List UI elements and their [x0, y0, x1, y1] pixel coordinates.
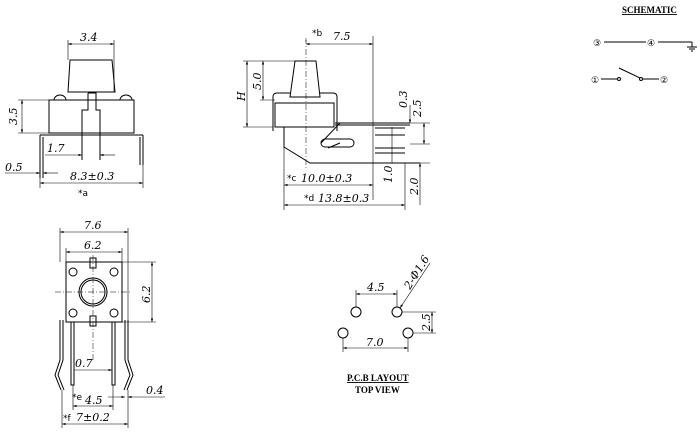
dim-lead-pitch: 2.5: [411, 100, 424, 119]
dim-cap-height: 5.0: [251, 73, 264, 91]
dim-d: 13.8±0.3: [318, 192, 369, 205]
ref-c: *c: [287, 174, 297, 184]
dim-spacing-bottom: 7.0: [366, 336, 384, 349]
dim-c: 10.0±0.3: [301, 172, 352, 185]
pin-2: ②: [660, 76, 668, 86]
note-a: *a: [78, 189, 88, 199]
dim-e: 4.5: [84, 394, 103, 407]
dim-outer-width: 7.6: [84, 219, 102, 232]
dim-height-h: H: [235, 91, 248, 102]
hole-spec: 2-Φ1.6: [401, 253, 432, 292]
ref-e: *e: [72, 393, 83, 403]
pin-4: ④: [647, 39, 655, 49]
dim-f: 7±0.2: [76, 411, 110, 424]
ref-b: *b: [312, 29, 323, 39]
dim-row-spacing: 2.5: [420, 314, 433, 333]
ref-d: *d: [304, 194, 314, 204]
dim-lead-spacing: 0.7: [75, 357, 93, 370]
dim-body-width: 6.2: [84, 239, 102, 252]
dim-slot: 1.0: [382, 166, 395, 184]
dim-cap-width: 3.4: [80, 31, 98, 44]
dim-spacing-top: 4.5: [366, 281, 385, 294]
front-view: 3.4 3.5 1.7 0.5 8.3±0.3 *a: [5, 31, 144, 199]
dim-lead-width: 0.5: [5, 161, 23, 174]
pcb-layout-subtitle: TOP VIEW: [355, 385, 400, 395]
ref-f: *f: [63, 414, 72, 424]
pin-1: ①: [591, 76, 599, 86]
pin-3: ③: [593, 39, 601, 49]
dim-lead-thickness: 0.3: [397, 91, 410, 109]
side-view: *b 7.5 H 5.0 0.3 2.5 1.0 2.0 *c 10.0±0.3…: [235, 29, 430, 210]
bottom-view: 7.6 6.2 6.2 0.7 *e 4.5 0.4 *f 7±0.2: [54, 219, 165, 428]
dim-body-height: 6.2: [140, 286, 153, 304]
pcb-layout: 4.5 2-Φ1.6 2.5 7.0 P.C.B LAYOUT TOP VIEW: [337, 253, 436, 395]
schematic: SCHEMATIC ③ ④ ① ②: [591, 5, 697, 86]
pcb-layout-title: P.C.B LAYOUT: [347, 373, 409, 383]
schematic-title: SCHEMATIC: [622, 5, 677, 15]
dim-body-height: 3.5: [7, 108, 20, 126]
dim-lead-thickness: 0.4: [146, 384, 164, 397]
dim-stem-offset: 1.7: [47, 142, 65, 155]
dim-depth: 7.5: [333, 30, 351, 43]
dim-bottom-offset: 2.0: [408, 178, 421, 197]
dim-overall-width: 8.3±0.3: [70, 170, 114, 183]
